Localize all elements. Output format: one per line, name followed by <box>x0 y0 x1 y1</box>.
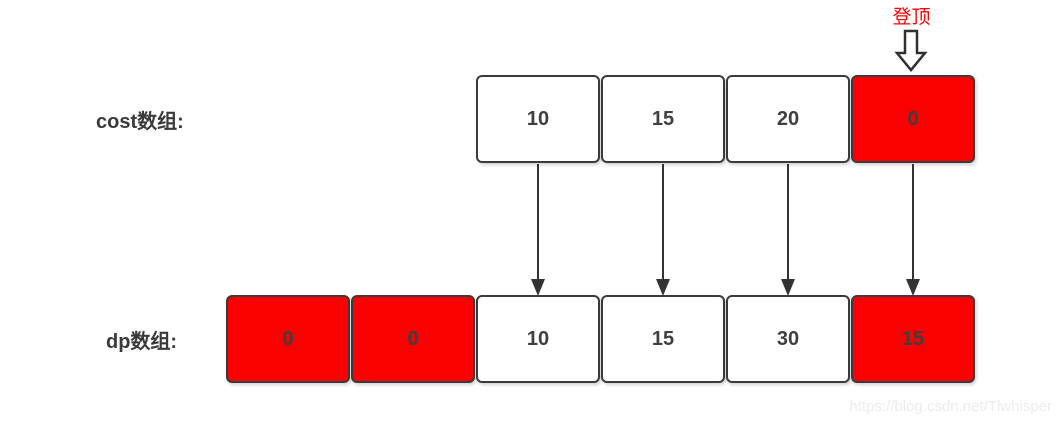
cost-cell-0-value: 10 <box>526 107 550 130</box>
cost-cell-2-value: 20 <box>776 107 800 130</box>
cost-cell-0: 10 <box>476 75 600 163</box>
dp-cell-4-value: 30 <box>776 327 800 350</box>
dp-cell-5-value: 15 <box>901 327 925 350</box>
dp-cell-0-value: 0 <box>282 327 294 350</box>
dp-cell-2-value: 10 <box>526 327 550 350</box>
summit-down-arrow <box>894 29 928 72</box>
dp-array-label: dp数组: <box>106 330 178 353</box>
cost-cell-1-value: 15 <box>651 107 675 130</box>
watermark: https://blog.csdn.net/Tlwhisper <box>849 398 1052 415</box>
dp-cell-3: 15 <box>601 295 725 383</box>
dp-cell-1-value: 0 <box>407 327 419 350</box>
dp-cell-1: 0 <box>351 295 475 383</box>
cost-to-dp-arrow-3 <box>906 164 920 296</box>
cost-to-dp-arrow-0 <box>531 164 545 296</box>
cost-cell-1: 15 <box>601 75 725 163</box>
cost-array-label: cost数组: <box>96 110 184 133</box>
cost-cell-3: 0 <box>851 75 975 163</box>
summit-label: 登顶 <box>892 7 931 28</box>
cost-to-dp-arrow-1 <box>656 164 670 296</box>
cost-to-dp-arrow-2 <box>781 164 795 296</box>
cost-cell-2: 20 <box>726 75 850 163</box>
dp-cell-5: 15 <box>851 295 975 383</box>
cost-cell-3-value: 0 <box>907 107 919 130</box>
dp-cell-2: 10 <box>476 295 600 383</box>
dp-cell-3-value: 15 <box>651 327 675 350</box>
dp-cell-0: 0 <box>226 295 350 383</box>
dp-cell-4: 30 <box>726 295 850 383</box>
